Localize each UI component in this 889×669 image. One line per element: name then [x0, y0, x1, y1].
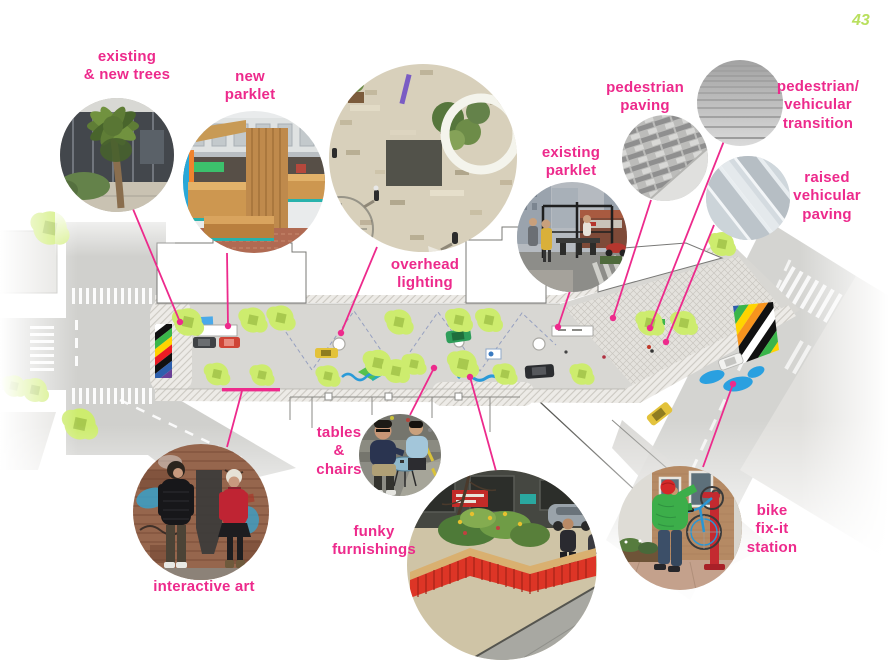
callout-label-raised-vehicular-paving: raised vehicular paving [793, 169, 861, 223]
photo-bike-fixit-station [618, 466, 742, 590]
callout-label-overhead-lighting: overhead lighting [390, 256, 460, 292]
callout-label-pedestrian-paving: pedestrian paving [606, 79, 684, 115]
callout-label-funky-furnishings: funky furnishings [332, 523, 416, 559]
photo-pedestrian-vehicular-transition [697, 60, 783, 146]
callout-label-existing-new-trees: existing & new trees [83, 48, 171, 84]
callout-label-bike-fixit-station: bike fix-it station [746, 502, 798, 556]
photo-overhead-lighting [329, 64, 517, 252]
photo-tables-chairs [359, 414, 441, 496]
callout-label-tables-chairs: tables & chairs [316, 424, 362, 478]
callout-label-pedestrian-vehicular-transition: pedestrian/ vehicular transition [776, 78, 860, 132]
callout-label-new-parklet: new parklet [224, 68, 276, 104]
callout-label-existing-parklet: existing parklet [541, 144, 601, 180]
plan-cars [193, 328, 744, 426]
photo-interactive-art [133, 444, 269, 580]
page-number: 43 [852, 12, 870, 29]
callout-label-interactive-art: interactive art [153, 578, 255, 595]
photo-new-parklet [183, 111, 325, 253]
callout-leaders [127, 140, 737, 472]
photo-existing-new-trees [60, 98, 174, 212]
photo-existing-parklet [517, 182, 627, 292]
plan-fades [0, 195, 889, 660]
